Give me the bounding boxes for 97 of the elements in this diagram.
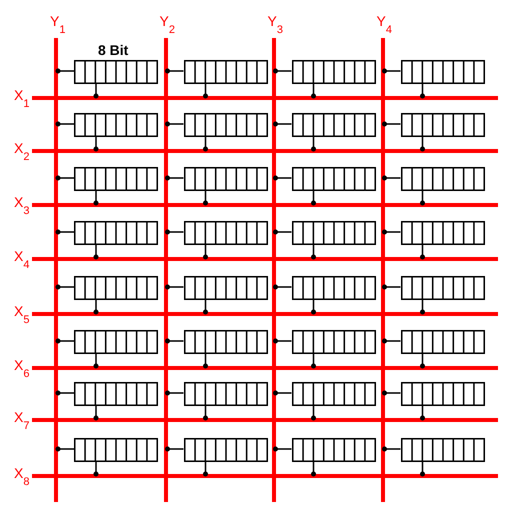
connector-line xyxy=(311,462,316,476)
register-box xyxy=(400,276,484,300)
connector-line xyxy=(420,84,425,98)
bit-width-label: 8 Bit xyxy=(98,43,128,57)
connector-line xyxy=(203,84,208,98)
register-box xyxy=(400,221,484,245)
register-box xyxy=(74,221,158,245)
connector-line xyxy=(311,191,316,206)
connector-line xyxy=(311,354,316,368)
register-box xyxy=(74,276,158,300)
connector-line xyxy=(382,446,400,452)
connector-line xyxy=(382,338,400,344)
register-box xyxy=(74,60,158,84)
connector-line xyxy=(94,84,98,98)
connector-line xyxy=(420,245,425,260)
connector-line xyxy=(382,176,400,180)
register-box xyxy=(292,438,376,462)
register-box xyxy=(292,60,376,84)
connector-line xyxy=(382,284,400,290)
register-box xyxy=(292,167,376,191)
connector-line xyxy=(165,284,184,290)
register-box xyxy=(292,221,376,245)
connector-line xyxy=(420,300,425,314)
connector-line xyxy=(203,462,208,476)
connector-line xyxy=(203,300,208,314)
connector-line xyxy=(203,354,208,368)
register-box xyxy=(400,113,484,137)
register-box xyxy=(184,276,268,300)
register-box xyxy=(184,60,268,84)
connector-line xyxy=(273,176,292,180)
connector-line xyxy=(56,230,74,234)
connector-line xyxy=(273,390,292,396)
connector-line xyxy=(56,176,74,180)
connector-line xyxy=(203,245,208,260)
register-box xyxy=(184,221,268,245)
connector-line xyxy=(311,300,316,314)
connector-line xyxy=(165,230,184,234)
connector-line xyxy=(311,406,316,420)
connector-line xyxy=(94,300,98,314)
connector-line xyxy=(382,390,400,396)
connector-line xyxy=(94,245,98,260)
register-box xyxy=(400,330,484,354)
connector-line xyxy=(420,406,425,420)
connector-line xyxy=(165,338,184,344)
register-box xyxy=(184,113,268,137)
register-box xyxy=(74,113,158,137)
connector-line xyxy=(56,390,74,396)
connector-line xyxy=(94,137,98,152)
connector-line xyxy=(94,406,98,420)
connector-line xyxy=(56,122,74,126)
connector-line xyxy=(273,338,292,344)
register-box xyxy=(292,330,376,354)
connector-line xyxy=(420,137,425,152)
connector-line xyxy=(382,122,400,126)
connector-line xyxy=(273,230,292,234)
connector-line xyxy=(165,390,184,396)
connector-line xyxy=(311,245,316,260)
register-box xyxy=(74,438,158,462)
register-box xyxy=(184,330,268,354)
connector-line xyxy=(165,176,184,180)
connector-line xyxy=(94,462,98,476)
register-box xyxy=(74,382,158,406)
register-box xyxy=(292,382,376,406)
register-box xyxy=(292,113,376,137)
connector-line xyxy=(311,84,316,98)
register-box xyxy=(184,167,268,191)
register-box xyxy=(400,382,484,406)
connector-line xyxy=(94,354,98,368)
register-box xyxy=(184,438,268,462)
connector-line xyxy=(203,406,208,420)
connector-line xyxy=(273,68,292,74)
connector-line xyxy=(420,354,425,368)
connector-line xyxy=(273,122,292,126)
connector-line xyxy=(420,191,425,206)
register-box xyxy=(400,60,484,84)
connector-line xyxy=(382,230,400,234)
connector-line xyxy=(165,446,184,452)
connector-line xyxy=(273,446,292,452)
register-box xyxy=(184,382,268,406)
register-box xyxy=(74,167,158,191)
connector-line xyxy=(420,462,425,476)
connector-line xyxy=(165,122,184,126)
connector-line xyxy=(165,68,184,74)
connector-line xyxy=(203,137,208,152)
connector-line xyxy=(203,191,208,206)
connector-line xyxy=(56,446,74,452)
register-box xyxy=(292,276,376,300)
connector-line xyxy=(311,137,316,152)
connector-line xyxy=(56,338,74,344)
connector-line xyxy=(56,68,74,74)
connector-line xyxy=(382,68,400,74)
connector-line xyxy=(94,191,98,206)
connector-line xyxy=(56,284,74,290)
register-box xyxy=(74,330,158,354)
connector-line xyxy=(273,284,292,290)
register-box xyxy=(400,167,484,191)
register-box xyxy=(400,438,484,462)
